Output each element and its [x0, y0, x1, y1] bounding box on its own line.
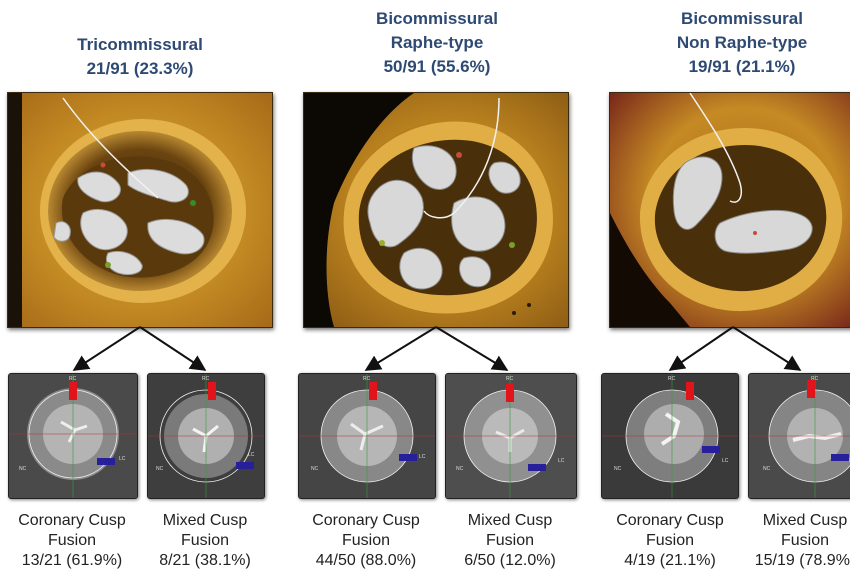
ct-image-tricommissural-coronary: RC LC NC [8, 373, 138, 499]
column-title-tricommissural: Tricommissural 21/91 (23.3%) [40, 33, 240, 81]
caption-line: Coronary Cusp [312, 512, 420, 529]
column-title-bicommissural-raphe: Bicommissural Raphe-type 50/91 (55.6%) [337, 7, 537, 79]
title-subline: Non Raphe-type [676, 33, 808, 52]
caption-count: 13/21 (61.9%) [21, 552, 123, 569]
ct-image-tricommissural-mixed: RC LC NC [147, 373, 265, 499]
ct-label-lc: LC [558, 458, 565, 464]
ct-label-lc: LC [419, 454, 426, 460]
ct-label-nc: NC [763, 466, 771, 472]
caption-line: Fusion [645, 532, 695, 549]
ct-label-nc: NC [456, 466, 464, 472]
title-line: Bicommissural [681, 9, 803, 28]
caption-tricommissural-coronary: Coronary Cusp Fusion 13/21 (61.9%) [2, 511, 142, 571]
valve-3d-image-bicommissural-raphe [303, 92, 569, 328]
arrow [139, 326, 207, 371]
caption-line: Mixed Cusp [162, 512, 248, 529]
title-line: Tricommissural [77, 35, 203, 54]
column-title-bicommissural-non-raphe: Bicommissural Non Raphe-type 19/91 (21.1… [642, 7, 842, 79]
caption-non-raphe-coronary: Coronary Cusp Fusion 4/19 (21.1%) [600, 511, 740, 571]
ct-label-rc: RC [811, 376, 819, 382]
valve-3d-image-bicommissural-non-raphe [609, 92, 850, 328]
caption-line: Fusion [485, 532, 535, 549]
arrow [668, 326, 734, 371]
ct-label-rc: RC [506, 376, 514, 382]
caption-tricommissural-mixed: Mixed Cusp Fusion 8/21 (38.1%) [145, 511, 265, 571]
arrow [72, 326, 141, 371]
caption-raphe-coronary: Coronary Cusp Fusion 44/50 (88.0%) [296, 511, 436, 571]
title-count: 19/91 (21.1%) [688, 57, 796, 76]
ct-label-lc: LC [722, 458, 729, 464]
ct-label-nc: NC [156, 466, 164, 472]
caption-count: 4/19 (21.1%) [624, 552, 716, 569]
valve-3d-image-tricommissural [7, 92, 273, 328]
caption-line: Coronary Cusp [18, 512, 126, 529]
caption-line: Fusion [341, 532, 391, 549]
title-count: 21/91 (23.3%) [86, 59, 194, 78]
ct-label-nc: NC [614, 466, 622, 472]
caption-count: 6/50 (12.0%) [464, 552, 556, 569]
caption-line: Fusion [47, 532, 97, 549]
caption-line: Mixed Cusp [467, 512, 553, 529]
ct-label-rc: RC [69, 376, 77, 382]
ct-label-nc: NC [311, 466, 319, 472]
arrow [364, 326, 437, 371]
ct-label-lc: LC [248, 452, 255, 458]
caption-count: 15/19 (78.9%) [754, 552, 850, 569]
title-subline: Raphe-type [390, 33, 484, 52]
caption-line: Coronary Cusp [616, 512, 724, 529]
ct-label-rc: RC [202, 376, 210, 382]
ct-image-raphe-mixed: RC LC NC [445, 373, 577, 499]
ct-image-non-raphe-coronary: RC LC NC [601, 373, 739, 499]
caption-count: 44/50 (88.0%) [315, 552, 417, 569]
ct-label-lc: LC [119, 456, 126, 462]
caption-line: Mixed Cusp [762, 512, 848, 529]
ct-image-non-raphe-mixed: RC LC NC [748, 373, 850, 499]
ct-label-rc: RC [363, 376, 371, 382]
arrow [435, 326, 509, 371]
caption-line: Fusion [180, 532, 230, 549]
caption-raphe-mixed: Mixed Cusp Fusion 6/50 (12.0%) [450, 511, 570, 571]
ct-label-rc: RC [668, 376, 676, 382]
ct-image-raphe-coronary: RC LC NC [298, 373, 436, 499]
arrow [732, 326, 802, 371]
caption-non-raphe-mixed: Mixed Cusp Fusion 15/19 (78.9%) [745, 511, 850, 571]
title-count: 50/91 (55.6%) [383, 57, 491, 76]
title-line: Bicommissural [376, 9, 498, 28]
ct-label-nc: NC [19, 466, 27, 472]
caption-line: Fusion [780, 532, 830, 549]
caption-count: 8/21 (38.1%) [159, 552, 251, 569]
